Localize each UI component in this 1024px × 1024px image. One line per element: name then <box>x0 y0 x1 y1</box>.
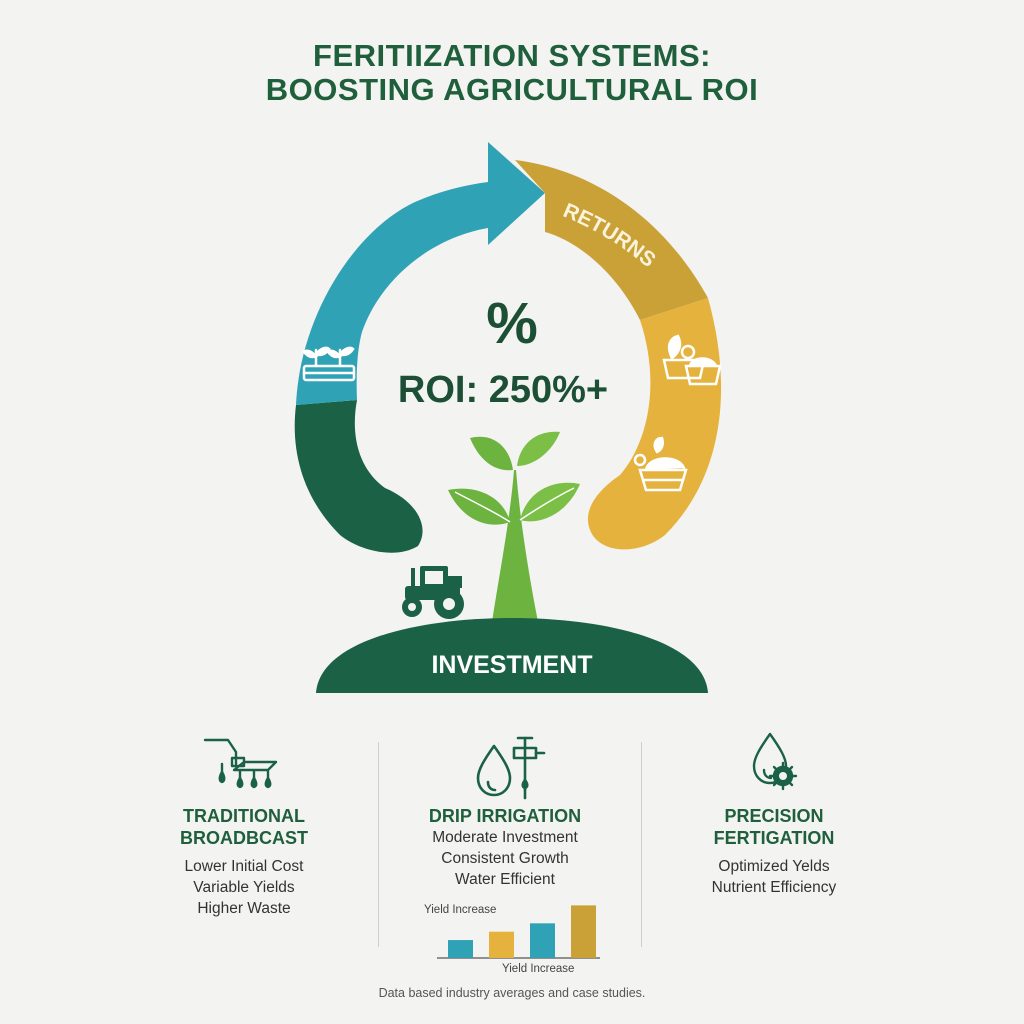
cycle-segment-growth-arrow <box>296 142 545 405</box>
column-divider-left <box>378 742 379 947</box>
cycle-segment-investment <box>294 400 423 553</box>
chart-bar-3 <box>530 923 555 958</box>
chart-bar-1 <box>448 940 473 958</box>
traditional-point-1: Lower Initial Cost <box>184 858 304 875</box>
traditional-point-3: Higher Waste <box>197 900 291 917</box>
column-divider-right <box>641 742 642 947</box>
drip-point-3: Water Efficient <box>455 871 555 888</box>
chart-bar-2 <box>489 931 514 958</box>
precision-fertigation-column: PRECISION FERTIGATION Optimized Yelds Nu… <box>654 805 894 898</box>
investment-ground <box>316 618 708 693</box>
traditional-title-line-1: TRADITIONAL <box>183 806 305 826</box>
cycle-segment-returns <box>515 160 708 320</box>
harvest-basket-icon <box>662 334 722 386</box>
traditional-broadcast-column: TRADITIONAL BROADBCAST Lower Initial Cos… <box>124 805 364 919</box>
growing-plant-icon <box>448 431 580 622</box>
cycle-segment-yield <box>587 298 722 550</box>
chart-bar-4 <box>571 905 596 958</box>
grain-basket-icon <box>633 436 688 492</box>
precision-point-1: Optimized Yelds <box>718 858 830 875</box>
precision-title-line-2: FERTIGATION <box>713 828 835 848</box>
traditional-title-line-2: BROADBCAST <box>180 828 308 848</box>
drip-irrigation-icon <box>476 736 546 800</box>
chart-x-label: Yield Increase <box>502 963 575 975</box>
drip-point-1: Moderate Investment <box>432 829 578 846</box>
page-title-line-2: BOOSTING AGRICULTURAL ROI <box>265 72 759 107</box>
page-title-line-1: FERITIIZATION SYSTEMS: <box>313 38 711 73</box>
footer-note: Data based industry averages and case st… <box>378 986 646 1000</box>
drip-title: DRIP IRRIGATION <box>428 806 582 826</box>
investment-label: INVESTMENT <box>431 651 592 679</box>
tractor-icon <box>402 566 464 619</box>
broadcast-spreader-icon <box>203 738 278 789</box>
precision-point-2: Nutrient Efficiency <box>711 879 837 896</box>
chart-title: Yield Increase <box>424 904 497 916</box>
drip-irrigation-column: DRIP IRRIGATION Moderate Investment Cons… <box>385 805 625 890</box>
drip-point-2: Consistent Growth <box>441 850 569 867</box>
drop-gear-icon <box>752 732 798 791</box>
roi-value: ROI: 250%+ <box>398 369 608 411</box>
seedling-planter-icon <box>302 346 356 382</box>
precision-title-line-1: PRECISION <box>724 806 824 826</box>
traditional-point-2: Variable Yields <box>193 879 295 896</box>
yield-increase-chart <box>437 905 600 959</box>
percent-symbol: % <box>486 291 538 356</box>
